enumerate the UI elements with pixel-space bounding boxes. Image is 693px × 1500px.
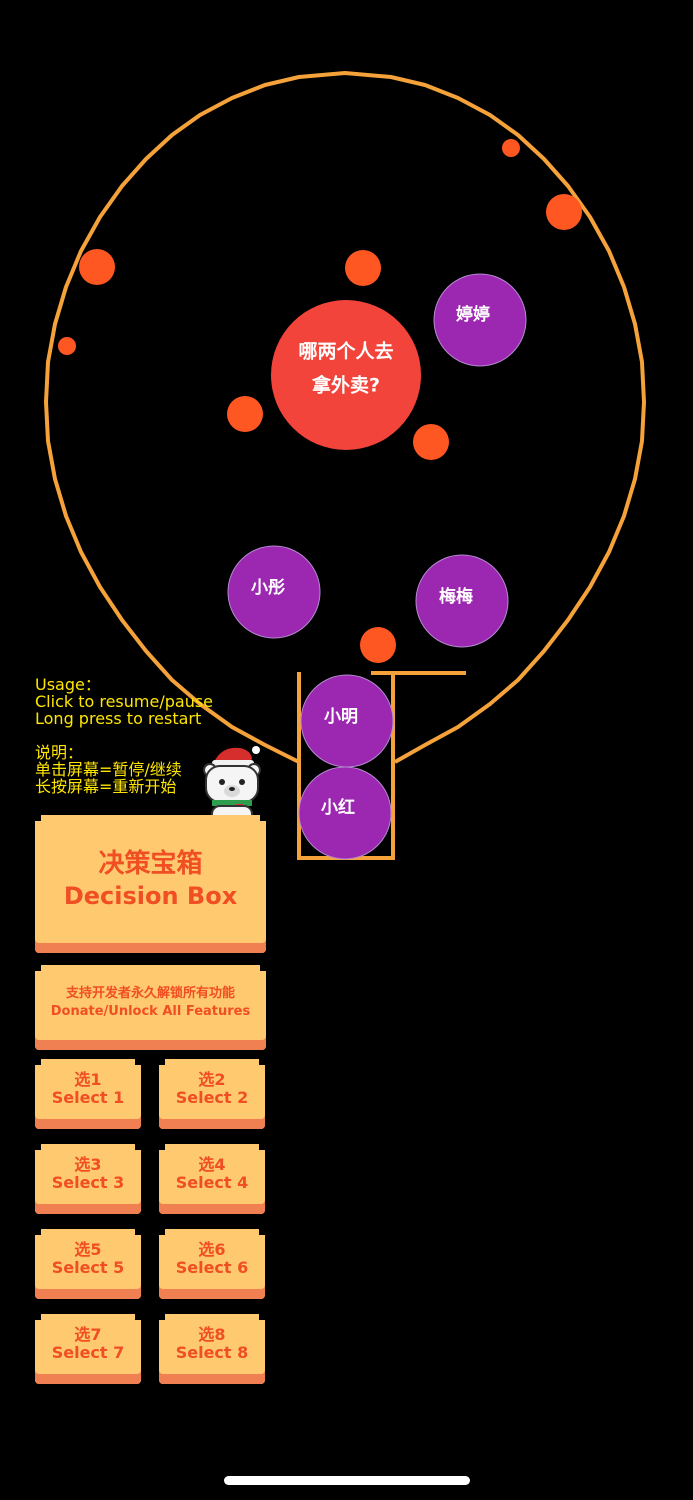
select-label-zh: 选5 — [74, 1240, 102, 1259]
usage-line-zh-2: 长按屏幕=重新开始 — [35, 777, 177, 796]
question-line-1: 哪两个人去 — [298, 340, 393, 363]
decision-box-title-zh: 决策宝箱 — [98, 849, 203, 879]
select-label-en: Select 2 — [175, 1088, 249, 1107]
select-label-en: Select 6 — [175, 1258, 249, 1277]
small-ball — [79, 249, 115, 285]
select-label-en: Select 5 — [51, 1258, 125, 1277]
name-ball-label: 梅梅 — [439, 586, 473, 607]
select-label-zh: 选1 — [74, 1070, 102, 1089]
select-5-button[interactable]: 选5 Select 5 — [35, 1229, 141, 1299]
name-ball — [227, 545, 321, 639]
small-ball — [546, 194, 582, 230]
name-ball-label: 小明 — [324, 707, 358, 727]
small-ball — [227, 396, 263, 432]
select-label-zh: 选3 — [74, 1155, 102, 1174]
select-2-button[interactable]: 选2 Select 2 — [159, 1059, 265, 1129]
name-ball — [433, 273, 527, 367]
select-8-button[interactable]: 选8 Select 8 — [159, 1314, 265, 1384]
select-1-button[interactable]: 选1 Select 1 — [35, 1059, 141, 1129]
select-label-zh: 选4 — [198, 1155, 226, 1174]
select-label-zh: 选7 — [74, 1325, 102, 1344]
select-label-zh: 选6 — [198, 1240, 226, 1259]
select-7-button[interactable]: 选7 Select 7 — [35, 1314, 141, 1384]
donate-label-en: Donate/Unlock All Features — [50, 1003, 251, 1019]
select-label-en: Select 3 — [51, 1173, 125, 1192]
select-label-en: Select 4 — [175, 1173, 249, 1192]
name-ball-label: 婷婷 — [456, 304, 490, 325]
name-ball — [298, 766, 392, 860]
select-label-en: Select 8 — [175, 1343, 249, 1362]
decision-box-button[interactable]: 决策宝箱 Decision Box — [35, 815, 266, 953]
select-label-zh: 选2 — [198, 1070, 226, 1089]
donate-unlock-button[interactable]: 支持开发者永久解锁所有功能 Donate/Unlock All Features — [35, 965, 266, 1050]
question-line-2: 拿外卖? — [311, 374, 380, 397]
small-ball — [58, 337, 76, 355]
question-ball — [271, 300, 421, 450]
small-ball — [413, 424, 449, 460]
small-ball — [345, 250, 381, 286]
select-label-en: Select 7 — [51, 1343, 125, 1362]
select-label-en: Select 1 — [51, 1088, 125, 1107]
select-3-button[interactable]: 选3 Select 3 — [35, 1144, 141, 1214]
name-ball-label: 小红 — [321, 797, 355, 818]
usage-line-en-2: Long press to restart — [35, 709, 202, 728]
select-label-zh: 选8 — [198, 1325, 226, 1344]
name-ball — [415, 554, 509, 648]
usage-title-en: Usage： — [35, 675, 101, 694]
select-4-button[interactable]: 选4 Select 4 — [159, 1144, 265, 1214]
container-outline — [44, 71, 646, 764]
usage-line-en-1: Click to resume/pause — [35, 692, 214, 711]
donate-label-zh: 支持开发者永久解锁所有功能 — [65, 985, 235, 1001]
usage-instructions: Usage： Click to resume/pause Long press … — [35, 676, 213, 795]
home-indicator[interactable] — [224, 1476, 470, 1485]
usage-line-zh-1: 单击屏幕=暂停/继续 — [35, 760, 182, 779]
name-ball-label: 小彤 — [251, 578, 285, 598]
usage-title-zh: 说明： — [35, 743, 84, 762]
select-6-button[interactable]: 选6 Select 6 — [159, 1229, 265, 1299]
small-ball — [360, 627, 396, 663]
small-ball — [502, 139, 520, 157]
decision-box-title-en: Decision Box — [63, 882, 238, 910]
